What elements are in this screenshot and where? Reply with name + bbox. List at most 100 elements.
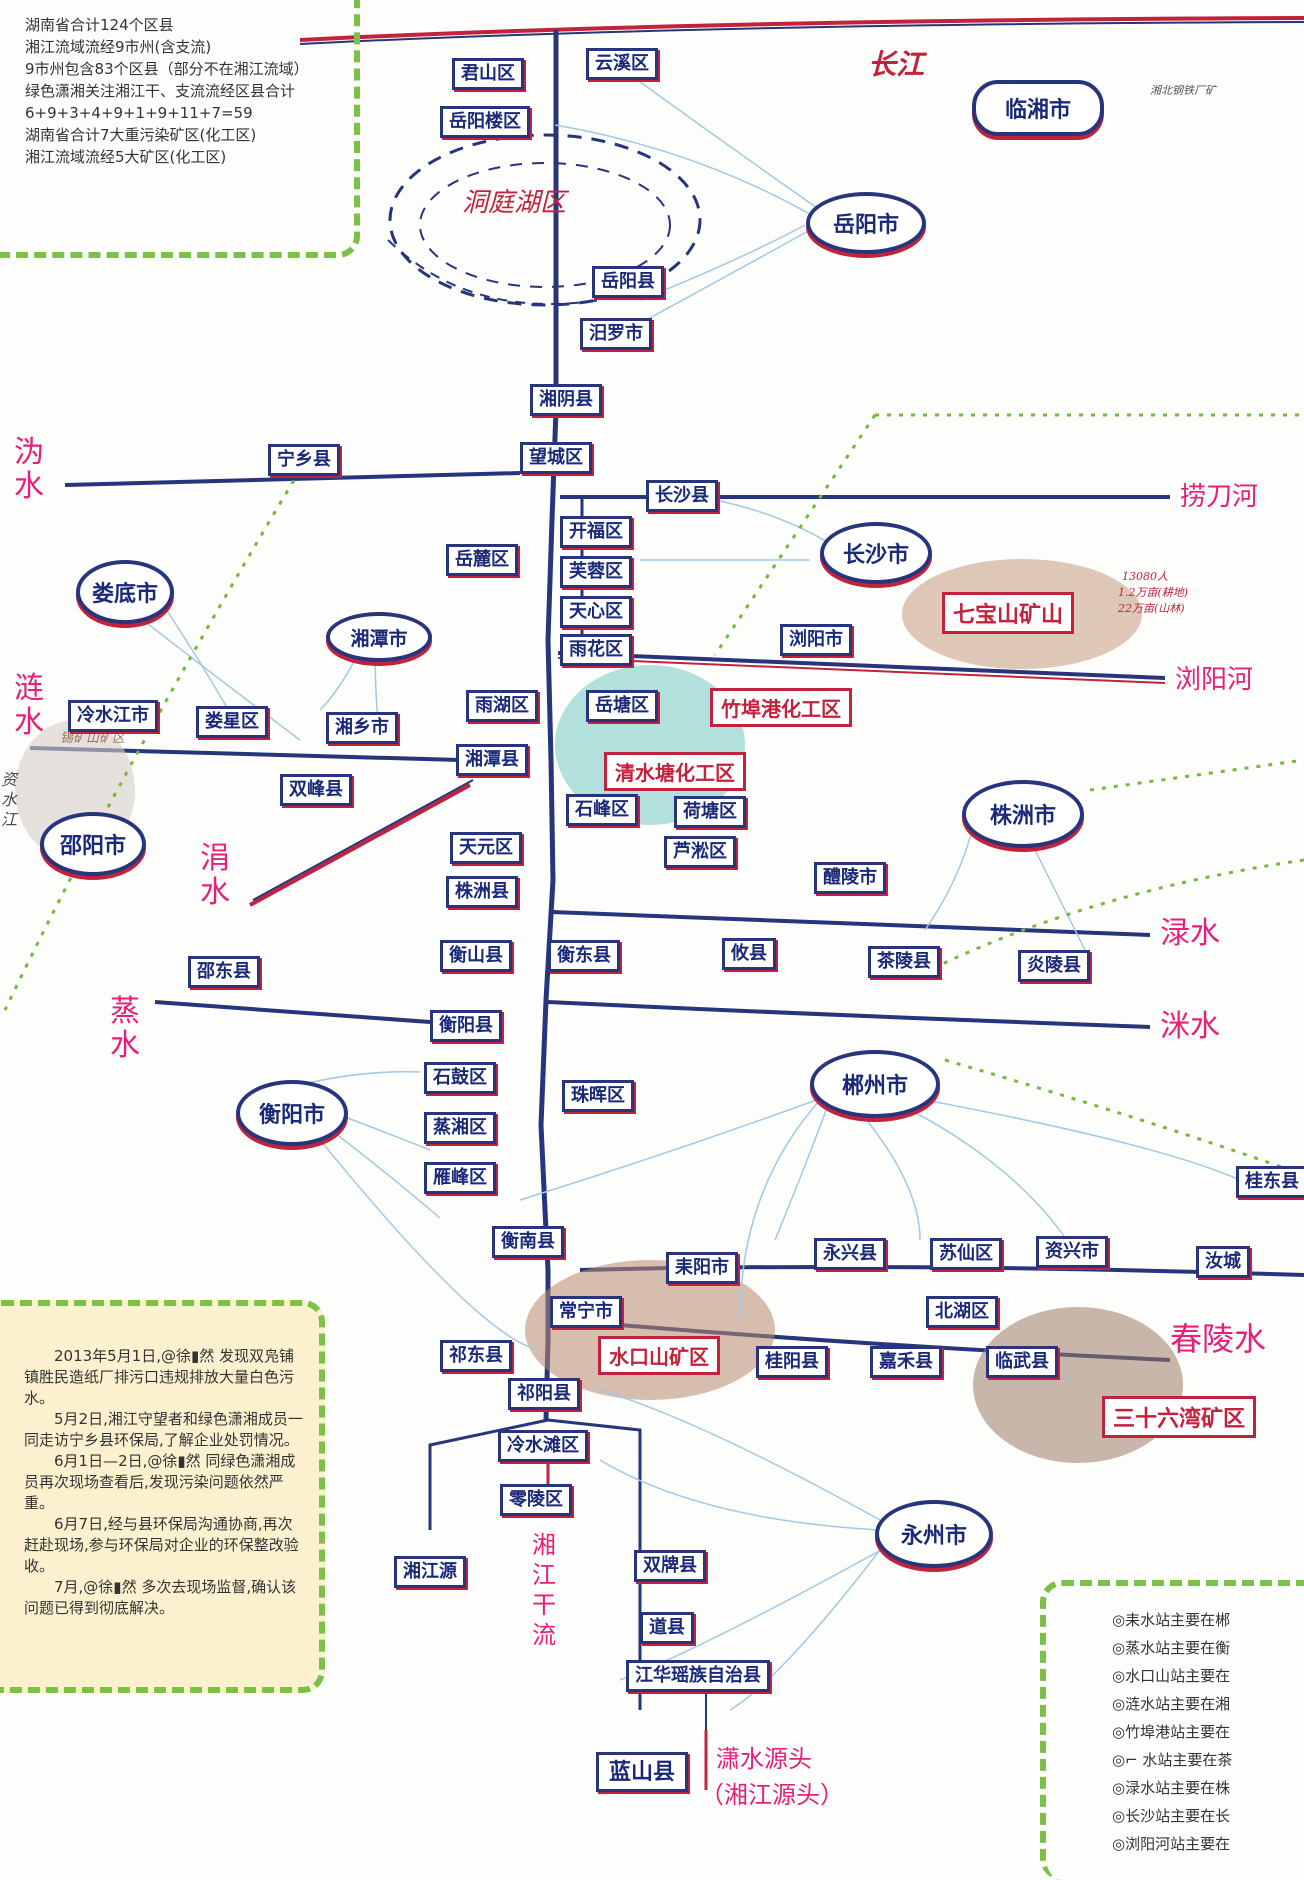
zhengshui-line [154,1000,431,1024]
county-guiyang: 桂阳县 [756,1346,828,1378]
story-paragraph: 5月2日,湘江守望者和绿色潇湘成员一同走访宁乡县环保局,了解企业处罚情况。 [24,1410,303,1449]
dongting-lake-label: 洞庭湖区 [462,188,567,218]
changjiang-line [299,16,1304,42]
xiangjiang-main-line [538,30,559,1421]
county-tianxin: 天心区 [560,596,632,628]
lushui-line [551,910,1151,937]
county-yuhua: 雨花区 [560,634,632,666]
linxiang-note: 湘北钢铁厂矿 [1150,84,1216,97]
county-leiyang: 耒阳市 [666,1252,738,1284]
county-beihu: 北湖区 [926,1296,998,1328]
story-box: 2013年5月1日,@徐▮然 发现双凫铺镇胜民造纸厂排污口违规排放大量白色污水。… [0,1300,325,1693]
county-yueyanglou: 岳阳楼区 [440,106,530,138]
county-yanfeng: 雁峰区 [424,1162,496,1194]
river-liuyang: 浏阳河 [1175,665,1254,695]
city-hengyang: 衡阳市 [236,1080,348,1146]
info-line: 湘江流域流经5大矿区(化工区) [25,148,227,166]
county-kaifu: 开福区 [560,516,632,548]
county-changshaxian: 长沙县 [646,480,718,512]
county-yanling: 炎陵县 [1018,950,1090,982]
zone-zhubugang: 竹埠港化工区 [710,688,852,727]
city-yongzhou: 永州市 [875,1500,993,1568]
county-hetang: 荷塘区 [674,796,746,828]
river-weishui: 沩水 [14,435,44,504]
county-jianghua: 江华瑶族自治县 [626,1660,770,1692]
county-changning: 常宁市 [550,1296,622,1328]
qibao-note-2: 1.2万亩(耕地) [1118,586,1189,599]
county-suxian: 苏仙区 [930,1238,1002,1270]
county-furong: 芙蓉区 [560,556,632,588]
county-wangcheng: 望城区 [520,442,592,474]
river-source-paren: （湘江源头） [700,1781,844,1809]
river-chunling: 春陵水 [1170,1320,1267,1358]
county-shuangpai: 双牌县 [634,1550,706,1582]
county-guidong: 桂东县 [1236,1166,1304,1198]
info-line: 绿色潇湘关注湘江干、支流流经区县合计6+9+3+4+9+1+9+11+7=59 [25,82,296,122]
xiangjiang-watershed-map [3,16,1304,1790]
river-mishui: 洣水 [1160,1009,1220,1044]
county-lingling: 零陵区 [500,1484,572,1516]
county-yunxi: 云溪区 [586,48,658,80]
zone-shuikoushan: 水口山矿区 [598,1336,720,1375]
county-tianyuan: 天元区 [450,832,522,864]
sanshiliu-blob [973,1307,1183,1463]
city-zhuzhou: 株洲市 [962,780,1084,848]
county-hengyangxian: 衡阳县 [430,1010,502,1042]
county-jiahe: 嘉禾县 [870,1346,942,1378]
county-zixing: 资兴市 [1036,1236,1108,1268]
info-box: 湖南省合计124个区县 湘江流域流经9市州(含支流) 9市州包含83个区县（部分… [0,0,360,258]
city-shaoyang: 邵阳市 [40,812,146,876]
county-rucheng: 汝城 [1196,1246,1250,1278]
county-shigu: 石鼓区 [424,1062,496,1094]
county-zhuhui: 珠晖区 [562,1080,634,1112]
city-yueyang: 岳阳市 [806,192,926,254]
juanshui-line [249,783,471,907]
county-xiangjiangyuan: 湘江源 [394,1556,466,1588]
city-xiangtan: 湘潭市 [326,612,432,662]
county-yueyangxian: 岳阳县 [592,266,664,298]
county-lengshuijiang: 冷水江市 [68,700,158,732]
county-shifeng: 石峰区 [566,794,638,826]
county-liling: 醴陵市 [814,862,886,894]
county-yuetang: 岳塘区 [586,690,658,722]
city-loudi: 娄底市 [76,560,174,624]
river-zishui: 资水江 [0,770,17,829]
zone-sanshiliu: 三十六湾矿区 [1102,1396,1257,1438]
river-changjiang: 长江 [868,48,925,81]
story-paragraph: 6月1日—2日,@徐▮然 同绿色潇湘成员再次现场查看后,发现污染问题依然严重。 [24,1452,296,1512]
river-juanshui: 涓水 [200,841,230,910]
station-item: ◎涟水站主要在湘 [1112,1695,1231,1713]
county-hengshan: 衡山县 [440,940,512,972]
dongting-lake-ellipse [388,133,702,307]
county-junshan: 君山区 [452,58,524,90]
story-paragraph: 2013年5月1日,@徐▮然 发现双凫铺镇胜民造纸厂排污口违规排放大量白色污水。 [24,1347,295,1407]
county-hengnan: 衡南县 [492,1226,564,1258]
river-xiangjiang-main: 湘江干流 [532,1531,556,1649]
station-item: ◎蒸水站主要在衡 [1112,1639,1231,1657]
zone-qibaoshan: 七宝山矿山 [942,592,1075,634]
county-linwu: 临武县 [986,1346,1058,1378]
county-lanshan: 蓝山县 [596,1752,689,1792]
zone-xikuangshan: 锡矿山矿区 [60,731,126,746]
county-hengdong: 衡东县 [548,940,620,972]
county-yuhu: 雨湖区 [466,690,538,722]
changjiang-line-dark [299,21,1304,45]
station-item: ◎长沙站主要在长 [1112,1807,1231,1825]
info-line: 9市州包含83个区县（部分不在湘江流域） [25,60,309,78]
city-chenzhou: 郴州市 [810,1050,940,1118]
city-linxiang: 临湘市 [972,80,1104,136]
info-line: 湖南省合计7大重污染矿区(化工区) [25,126,257,144]
county-qiyang: 祁阳县 [508,1378,580,1410]
county-liuyangshi: 浏阳市 [780,624,852,656]
county-zhengxiang: 蒸湘区 [424,1112,496,1144]
weishui-line [64,471,521,487]
city-changsha: 长沙市 [820,522,932,584]
qibao-note-3: 22万亩(山林) [1118,602,1185,615]
county-lusong: 芦淞区 [664,836,736,868]
qibao-note-1: 13080人 [1122,570,1168,583]
county-lengshuitan: 冷水滩区 [498,1430,588,1462]
county-shaodong: 邵东县 [188,956,260,988]
county-shuangfeng: 双峰县 [280,774,352,806]
county-ningxiang: 宁乡县 [268,444,340,476]
info-line: 湖南省合计124个区县 [25,16,174,34]
